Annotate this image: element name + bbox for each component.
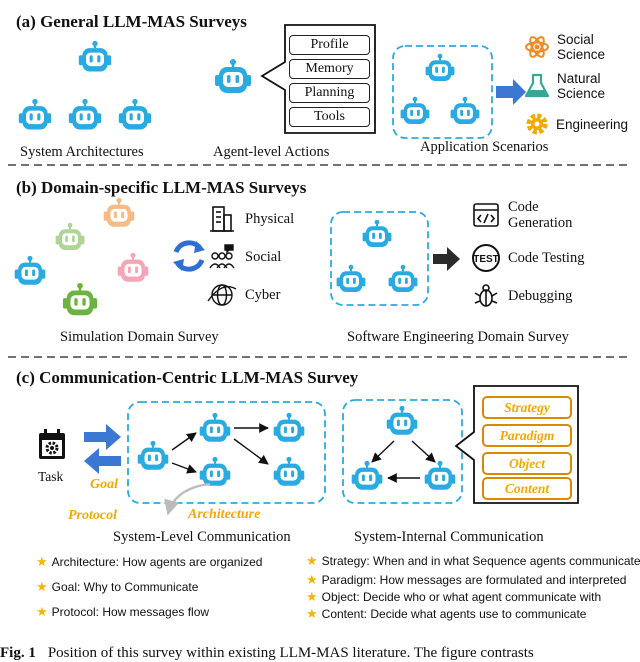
app-natural-line1: Natural	[557, 71, 601, 86]
se-domain-label: Software Engineering Domain Survey	[347, 329, 569, 345]
star-icon: ★	[36, 579, 48, 594]
simulation-robots	[13, 197, 150, 317]
system-internal-robots	[350, 405, 457, 491]
domain-physical: Physical	[245, 211, 295, 227]
cycle-arrows-icon	[173, 240, 205, 272]
app-natural-line2: Science	[557, 86, 606, 101]
agent-actions-label: Agent-level Actions	[213, 144, 330, 160]
globe-icon	[207, 284, 237, 306]
app-social-line2: Science	[557, 47, 606, 62]
system-internal-label: System-Internal Communication	[354, 529, 544, 545]
bug-icon	[474, 284, 498, 307]
agent-actions-robot	[213, 58, 253, 95]
figure-caption: Fig. 1 Position of this survey within exi…	[0, 646, 534, 661]
app-engineering: Engineering	[556, 117, 629, 132]
internal-paradigm: Paradigm	[482, 424, 572, 447]
code-icon	[473, 203, 499, 227]
protocol-arrow	[164, 482, 211, 516]
goal-arrow-left	[84, 448, 121, 474]
se-code-line2: Generation	[508, 215, 573, 231]
star-icon: ★	[306, 589, 318, 604]
app-arrow	[496, 79, 526, 105]
goal-label: Goal	[90, 477, 118, 492]
internal-strategy: Strategy	[482, 396, 572, 419]
section-c-title: (c) Communication-Centric LLM-MAS Survey	[16, 368, 359, 387]
protocol-label: Protocol	[68, 508, 117, 523]
internal-object: Object	[482, 452, 572, 475]
building-icon	[210, 206, 234, 232]
architecture-label: Architecture	[188, 507, 261, 522]
test-badge-text: TEST	[473, 254, 499, 265]
se-robots	[335, 219, 419, 293]
system-internal-box	[342, 399, 463, 504]
se-arrow	[433, 247, 460, 271]
bullet-strategy: ★Strategy: When and in what Sequence age…	[306, 553, 640, 568]
action-planning: Planning	[289, 83, 370, 103]
bullet-object: ★Object: Decide who or what agent commun…	[306, 589, 602, 604]
star-icon: ★	[36, 554, 48, 569]
test-icon: TEST	[472, 244, 500, 272]
bullet-architecture: ★Architecture: How agents are organized	[36, 554, 263, 569]
caption-fig-label: Fig. 1	[0, 645, 36, 661]
se-code-line1: Code	[508, 199, 539, 215]
bullet-paradigm: ★Paradigm: How messages are formulated a…	[306, 572, 627, 587]
system-level-edges	[171, 423, 269, 474]
system-internal-edges	[371, 440, 436, 483]
flask-icon	[524, 73, 550, 98]
se-code-testing: Code Testing	[508, 250, 585, 266]
gear-icon	[526, 113, 548, 135]
se-debugging: Debugging	[508, 288, 573, 304]
section-b-title: (b) Domain-specific LLM-MAS Surveys	[16, 178, 307, 197]
star-icon: ★	[36, 604, 48, 619]
star-icon: ★	[306, 572, 318, 587]
action-profile: Profile	[289, 35, 370, 55]
se-box	[330, 211, 429, 306]
star-icon: ★	[306, 553, 318, 568]
app-scenario-box	[392, 45, 493, 139]
application-scenarios-label: Application Scenarios	[420, 139, 549, 155]
system-level-robots	[136, 412, 306, 487]
simulation-domain-label: Simulation Domain Survey	[60, 329, 219, 345]
people-icon	[209, 244, 235, 269]
app-scenario-robots	[399, 53, 481, 125]
domain-social: Social	[245, 249, 282, 265]
atom-icon	[525, 36, 549, 58]
bullet-content: ★Content: Decide what agents use to comm…	[306, 606, 587, 621]
system-level-label: System-Level Communication	[113, 529, 291, 545]
task-calendar-icon	[39, 429, 65, 459]
system-architectures-robots	[17, 40, 153, 131]
action-tools: Tools	[289, 107, 370, 127]
app-social-line1: Social	[557, 32, 594, 47]
star-icon: ★	[306, 606, 318, 621]
internal-content: Content	[482, 477, 572, 500]
bullet-goal: ★Goal: Why to Communicate	[36, 579, 199, 594]
bullet-protocol: ★Protocol: How messages flow	[36, 604, 210, 619]
caption-text: Position of this survey within existing …	[47, 645, 534, 661]
section-a-title: (a) General LLM-MAS Surveys	[16, 12, 247, 31]
system-level-box	[127, 401, 326, 504]
domain-cyber: Cyber	[245, 287, 281, 303]
task-label: Task	[38, 469, 64, 484]
task-arrow-right	[84, 424, 121, 450]
system-architectures-label: System Architectures	[20, 144, 144, 160]
action-memory: Memory	[289, 59, 370, 79]
